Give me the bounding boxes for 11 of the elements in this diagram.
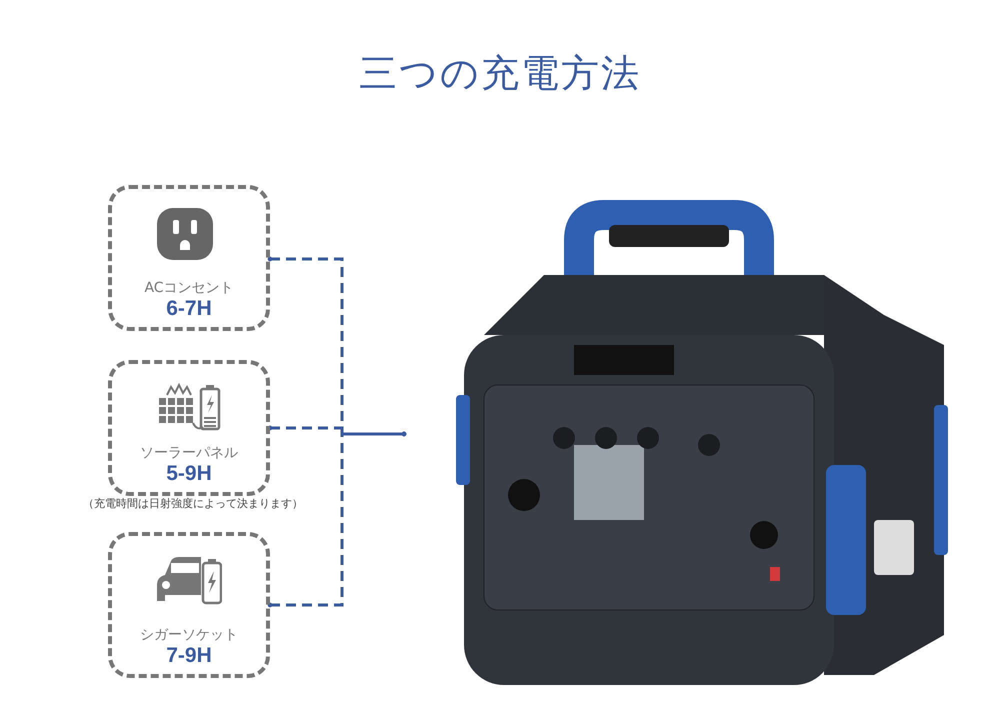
title: 三つの充電方法 xyxy=(358,50,642,97)
charging-time: 7-9H xyxy=(166,644,212,668)
charging-method-card xyxy=(108,532,270,678)
charging-method-card xyxy=(108,185,270,331)
method-label: ソーラーパネル xyxy=(140,444,238,462)
method-label: ACコンセント xyxy=(144,279,234,297)
method-label: シガーソケット xyxy=(140,626,238,644)
charging-time: 6-7H xyxy=(166,297,212,321)
note: （充電時間は日射強度によって決まります） xyxy=(82,496,304,511)
dashed-connector xyxy=(268,432,406,608)
charging-time: 5-9H xyxy=(166,462,212,486)
